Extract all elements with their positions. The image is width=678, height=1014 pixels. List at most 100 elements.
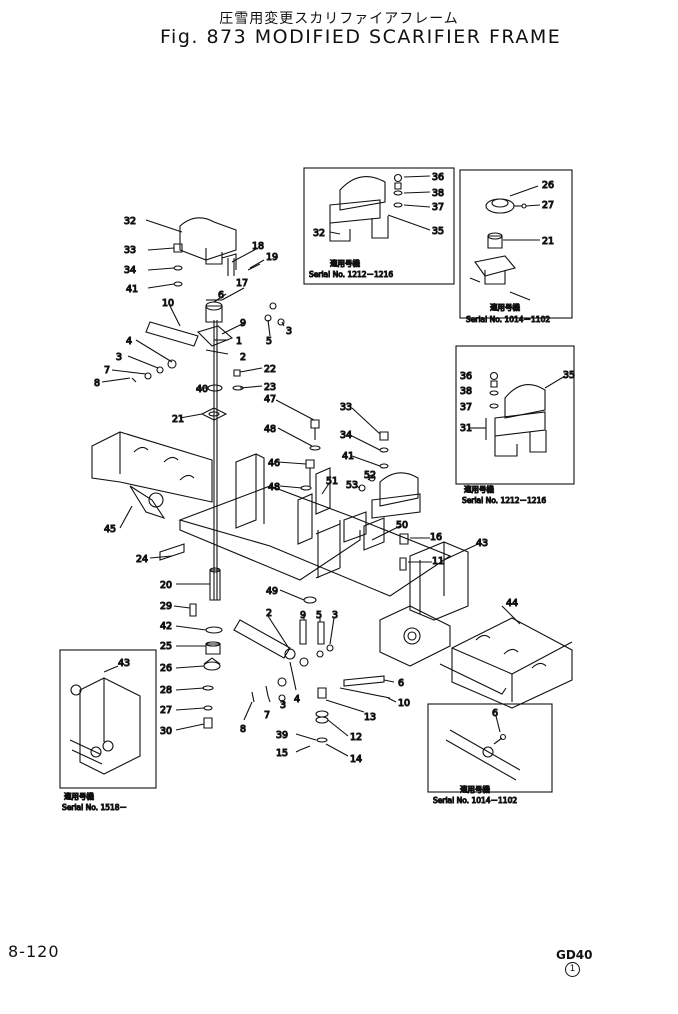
callout-5: 5	[316, 610, 322, 621]
callout-48: 48	[264, 424, 276, 435]
callout-11: 11	[432, 556, 444, 567]
callout-49: 49	[266, 586, 278, 597]
callout-43: 43	[118, 658, 130, 669]
callout-22: 22	[264, 364, 276, 375]
callout-3: 3	[286, 326, 292, 337]
callout-21: 21	[172, 414, 184, 425]
callout-18: 18	[252, 241, 264, 252]
callout-31: 31	[460, 423, 472, 434]
applicable-label: 適用号機	[460, 784, 490, 794]
callout-45: 45	[104, 524, 116, 535]
page-number: 8-120	[8, 942, 60, 961]
callout-23: 23	[264, 382, 276, 393]
callout-29: 29	[160, 601, 172, 612]
callout-6: 6	[492, 708, 498, 719]
callout-35: 35	[563, 370, 575, 381]
callout-37: 37	[460, 402, 472, 413]
callout-6: 6	[398, 678, 404, 689]
figure-title: Fig. 873 MODIFIED SCARIFIER FRAME	[160, 26, 562, 48]
callout-7: 7	[264, 710, 270, 721]
serial-number: Serial No. 1014－1102	[433, 796, 517, 805]
callout-43: 43	[476, 538, 488, 549]
callout-32: 32	[124, 216, 136, 227]
callout-15: 15	[276, 748, 288, 759]
callout-17: 17	[236, 278, 248, 289]
callout-44: 44	[506, 598, 518, 609]
callout-34: 34	[340, 430, 352, 441]
callout-47: 47	[264, 394, 276, 405]
callout-1: 1	[236, 336, 242, 347]
model-code: GD40	[556, 948, 593, 962]
callout-3: 3	[280, 700, 286, 711]
callout-27: 27	[542, 200, 554, 211]
callout-27: 27	[160, 705, 172, 716]
callout-40: 40	[196, 384, 208, 395]
callout-37: 37	[432, 202, 444, 213]
callout-24: 24	[136, 554, 148, 565]
callout-5: 5	[266, 336, 272, 347]
callout-28: 28	[160, 685, 172, 696]
inset-bottom-right: 6 適用号機 Serial No. 1014－1102	[427, 703, 553, 806]
callout-4: 4	[126, 336, 132, 347]
callout-35: 35	[432, 226, 444, 237]
inset-mid-right: 36 38 37 31 35 適用号機 Serial No. 1212－1216	[455, 345, 576, 506]
inset-bottom-left: 43 適用号機 Serial No. 1518－	[59, 649, 157, 813]
applicable-label: 適用号機	[464, 484, 494, 494]
callout-38: 38	[460, 386, 472, 397]
callout-10: 10	[162, 298, 174, 309]
applicable-label: 適用号機	[330, 258, 360, 268]
callout-25: 25	[160, 641, 172, 652]
callout-51: 51	[326, 476, 338, 487]
callout-33: 33	[124, 245, 136, 256]
callout-26: 26	[160, 663, 172, 674]
callout-6: 6	[218, 290, 224, 301]
callout-48: 48	[268, 482, 280, 493]
callout-3: 3	[116, 352, 122, 363]
callout-41: 41	[342, 451, 354, 462]
callout-32: 32	[313, 228, 325, 239]
callout-12: 12	[350, 732, 362, 743]
callout-50: 50	[396, 520, 408, 531]
callout-36: 36	[460, 371, 472, 382]
callout-7: 7	[104, 365, 110, 376]
callout-10: 10	[398, 698, 410, 709]
inset-top-center: 36 38 37 35 32 適用号機 Serial No. 1212－1216	[303, 167, 455, 285]
callout-16: 16	[430, 532, 442, 543]
serial-number: Serial No. 1518－	[62, 803, 127, 812]
callout-39: 39	[276, 730, 288, 741]
callout-53: 53	[346, 480, 358, 491]
callout-14: 14	[350, 754, 362, 765]
main-assembly: 32 33 34 41 18 19 17 6 10 9 5 3 1 4 2 3 …	[91, 215, 573, 766]
serial-number: Serial No. 1014－1102	[466, 315, 550, 324]
callout-36: 36	[432, 172, 444, 183]
callout-8: 8	[94, 378, 100, 389]
callout-46: 46	[268, 458, 280, 469]
callout-38: 38	[432, 188, 444, 199]
callout-41: 41	[126, 284, 138, 295]
callout-33: 33	[340, 402, 352, 413]
callout-8: 8	[240, 724, 246, 735]
serial-number: Serial No. 1212－1216	[309, 270, 393, 279]
callout-34: 34	[124, 265, 136, 276]
callout-2: 2	[240, 352, 246, 363]
callout-13: 13	[364, 712, 376, 723]
callout-4: 4	[294, 694, 300, 705]
callout-20: 20	[160, 580, 172, 591]
inset-top-right: 26 27 21 適用号機 Serial No. 1014－1102	[459, 169, 573, 325]
callout-52: 52	[364, 470, 376, 481]
callout-2: 2	[266, 608, 272, 619]
applicable-label: 適用号機	[64, 791, 94, 801]
callout-42: 42	[160, 621, 172, 632]
callout-30: 30	[160, 726, 172, 737]
serial-number: Serial No. 1212－1216	[462, 496, 546, 505]
revision-mark: 1	[565, 962, 580, 977]
callout-9: 9	[240, 318, 246, 329]
callout-19: 19	[266, 252, 278, 263]
callout-21: 21	[542, 236, 554, 247]
callout-9: 9	[300, 610, 306, 621]
applicable-label: 適用号機	[490, 302, 520, 312]
figure-title-japanese: 圧雪用変更スカリファイアフレーム	[219, 11, 459, 27]
callout-26: 26	[542, 180, 554, 191]
callout-3: 3	[332, 610, 338, 621]
